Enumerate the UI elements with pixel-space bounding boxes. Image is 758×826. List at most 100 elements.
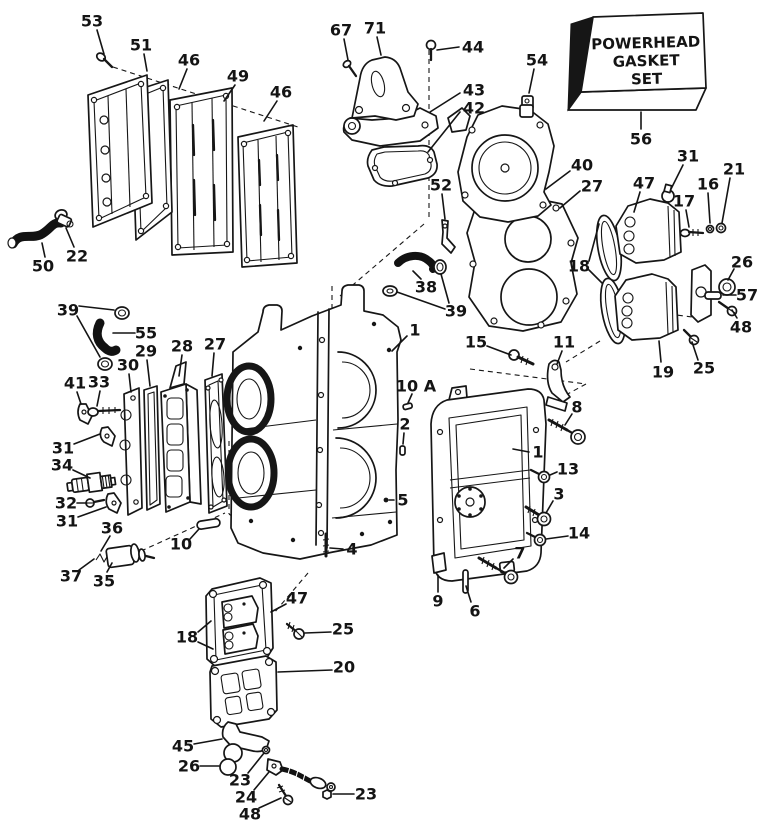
gasket-box-line3: SET [631, 70, 664, 89]
seal-36 [138, 548, 146, 562]
thermostat-35 [105, 544, 135, 569]
reed-valve-group [595, 183, 738, 346]
callout-46b: 46 [270, 83, 292, 102]
leader-38 [412, 270, 422, 280]
leader-49 [223, 84, 236, 102]
leader-40 [545, 170, 571, 190]
leader-8 [564, 413, 573, 426]
leader-16 [707, 192, 711, 224]
gasket-29 [143, 385, 161, 511]
stem-37 [144, 554, 156, 560]
callout-38: 38 [415, 278, 437, 297]
callout-30: 30 [117, 356, 139, 375]
dowel-5 [383, 497, 389, 503]
callout-51: 51 [130, 36, 152, 55]
callout-31a: 31 [677, 147, 699, 166]
leader-22 [65, 227, 75, 248]
clamp-ring-39 [97, 357, 113, 371]
callout-1b: 1 [532, 443, 543, 462]
leader-28 [178, 354, 183, 377]
leader-39a-1 [76, 315, 101, 358]
washer-39 [382, 285, 398, 297]
leader-29 [146, 359, 151, 387]
leader-26a [727, 268, 735, 281]
callout-16: 16 [697, 175, 719, 194]
leader-44 [436, 46, 460, 51]
leader-52 [441, 193, 446, 220]
callout-36: 36 [101, 519, 123, 538]
callout-17: 17 [673, 192, 695, 211]
callout-57: 57 [736, 286, 758, 305]
leader-18b-1 [197, 641, 214, 650]
washer-21 [715, 222, 727, 234]
callout-41: 41 [64, 374, 86, 393]
cover-30 [123, 387, 143, 516]
leader-14 [545, 535, 569, 540]
callout-20: 20 [333, 658, 355, 677]
dowel-10 [196, 517, 221, 530]
knob-26 [219, 758, 237, 776]
leader-31b [73, 433, 101, 445]
callout-47a: 47 [633, 174, 655, 193]
callout-4: 4 [346, 540, 357, 559]
spark-plug-34 [66, 471, 117, 494]
retainer-tab-9 [431, 552, 447, 574]
pin-2 [399, 445, 406, 456]
callout-3: 3 [553, 485, 564, 504]
leader-17 [685, 209, 690, 228]
leader-50 [41, 242, 46, 258]
adapter-plate-20 [209, 655, 278, 728]
callout-40: 40 [571, 156, 593, 175]
callout-10: 10 [170, 535, 192, 554]
callout-26a: 26 [731, 253, 753, 272]
callout-23a: 23 [229, 771, 251, 790]
gasket-box-line2: GASKET [613, 51, 681, 71]
leader-21 [721, 177, 731, 224]
leader-30 [128, 373, 132, 393]
leader-27c [559, 190, 581, 209]
leader-2 [402, 432, 405, 445]
callout-27a: 27 [204, 335, 226, 354]
leader-33 [96, 390, 101, 407]
leader-1a [391, 335, 408, 352]
leader-47b [270, 603, 287, 613]
callout-1a: 1 [409, 321, 420, 340]
leader-39b-1 [396, 291, 446, 310]
callout-2: 2 [399, 415, 410, 434]
leader-47a [633, 191, 641, 213]
leader-31a [670, 164, 684, 190]
leader-39a [78, 305, 115, 311]
clamp-ring-39 [114, 306, 130, 320]
screw-13 [529, 468, 541, 476]
pin-10a [402, 402, 414, 411]
clamp-ring-39 [433, 259, 447, 275]
leader-10 [189, 528, 200, 540]
callout-8: 8 [571, 398, 582, 417]
callout-33: 33 [88, 373, 110, 392]
callout-44: 44 [462, 38, 484, 57]
cylinder-cover-row [66, 306, 228, 569]
leader-71 [376, 36, 382, 56]
leader-4 [329, 547, 344, 550]
leader-36 [100, 535, 111, 552]
hose-38 [394, 252, 438, 273]
leader-45 [193, 738, 223, 745]
leader-15 [486, 345, 512, 356]
thermostat-group [95, 543, 156, 569]
bracket-11 [546, 359, 571, 403]
leader-6 [465, 585, 472, 603]
crankcase-cover [430, 385, 547, 594]
leader-46b [263, 100, 278, 122]
callout-24: 24 [235, 788, 257, 807]
leader-39b [440, 273, 450, 304]
screw-33 [87, 407, 99, 417]
callout-47b: 47 [286, 589, 308, 608]
leader-7 [503, 558, 514, 569]
callout-50: 50 [32, 257, 54, 276]
callout-49: 49 [227, 67, 249, 86]
callout-31c: 31 [56, 512, 78, 531]
callout-21: 21 [723, 160, 745, 179]
leader-13 [549, 471, 558, 476]
